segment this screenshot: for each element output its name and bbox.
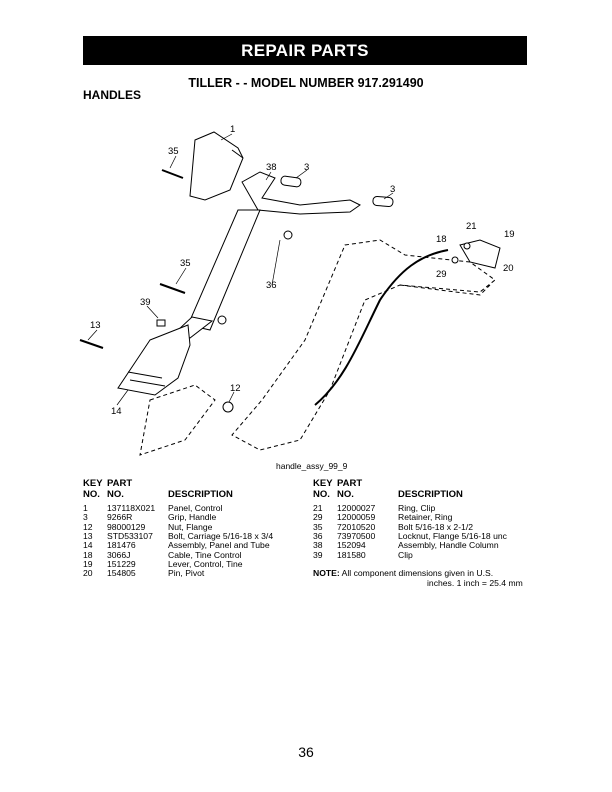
parts-row-part: 137118X021 — [107, 503, 156, 513]
parts-row-part: 152094 — [337, 540, 366, 551]
parts-row-part: 72010520 — [337, 521, 376, 532]
note-label: NOTE: — [313, 568, 340, 578]
parts-row-part: 154805 — [107, 568, 136, 579]
parts-row-desc: Ring, Clip — [398, 503, 436, 513]
parts-row-key: 36 — [313, 530, 323, 541]
bolt-part — [161, 169, 184, 179]
callout-20: 20 — [503, 263, 514, 274]
callout-35: 35 — [180, 258, 191, 269]
clip-part — [156, 319, 166, 327]
grip-part — [280, 175, 302, 188]
parts-row-desc: Grip, Handle — [168, 512, 217, 523]
parts-row-key: 35 — [313, 521, 323, 532]
banner-title: REPAIR PARTS — [241, 40, 369, 60]
header-description-left: DESCRIPTION — [168, 489, 233, 500]
parts-row-desc: Nut, Flange — [168, 521, 213, 532]
parts-row-desc: Assembly, Handle Column — [398, 540, 499, 551]
callout-13: 13 — [90, 320, 101, 331]
parts-row-part: 9266R — [107, 512, 133, 523]
bolt-part — [159, 283, 186, 294]
callout-38: 38 — [266, 162, 277, 173]
callout-12: 12 — [230, 383, 241, 394]
parts-row-key: 20 — [83, 568, 93, 579]
parts-row-desc: Locknut, Flange 5/16-18 unc — [398, 530, 507, 541]
callout-14: 14 — [111, 406, 122, 417]
parts-row-desc: Assembly, Panel and Tube — [168, 540, 270, 551]
parts-row-desc: Panel, Control — [168, 503, 223, 513]
parts-row-desc: Clip — [398, 549, 413, 560]
parts-row-key: 21 — [313, 503, 323, 513]
parts-row-key: 18 — [83, 549, 93, 560]
parts-row-key: 38 — [313, 540, 323, 551]
parts-row-part: 73970500 — [337, 530, 376, 541]
parts-row-key: 12 — [83, 521, 93, 532]
flange-nut-part — [222, 401, 234, 413]
parts-row-desc: Pin, Pivot — [168, 568, 205, 579]
parts-row-desc: Bolt, Carriage 5/16-18 x 3/4 — [168, 530, 274, 541]
callout-3: 3 — [390, 184, 395, 195]
callout-35: 35 — [168, 146, 179, 157]
parts-row-part: 98000129 — [107, 521, 146, 532]
section-heading: HANDLES — [83, 88, 142, 102]
page-banner: REPAIR PARTS — [83, 36, 527, 65]
model-subtitle: TILLER - - MODEL NUMBER 917.291490 — [188, 76, 424, 90]
exploded-parts-diagram: 1 35 38 3 3 21 19 18 29 20 35 36 39 13 1… — [79, 124, 515, 456]
callout-19: 19 — [504, 229, 515, 240]
parts-row-desc: Cable, Tine Control — [168, 549, 242, 560]
bolt-part — [79, 339, 104, 349]
parts-row-key: 13 — [83, 530, 93, 541]
panel-tube-assembly-part — [117, 324, 191, 396]
callout-29: 29 — [436, 269, 447, 280]
callout-21: 21 — [466, 221, 477, 232]
grip-part — [372, 195, 394, 208]
dimension-note: NOTE: All component dimensions given in … — [313, 568, 523, 588]
parts-row-key: 39 — [313, 549, 323, 560]
parts-row-part: STD533107 — [107, 530, 153, 541]
parts-row-key: 19 — [83, 558, 93, 569]
parts-row-key: 3 — [83, 512, 88, 523]
parts-row-part: 181476 — [107, 540, 136, 551]
handle-column-part — [241, 171, 361, 215]
right-assembly-outline — [231, 239, 496, 451]
main-tube-part — [187, 209, 261, 331]
locknut-part — [283, 230, 293, 240]
parts-row-part: 181580 — [337, 549, 366, 560]
parts-row-key: 29 — [313, 512, 323, 523]
page-number: 36 — [298, 744, 314, 760]
parts-row-part: 3066J — [107, 549, 131, 560]
locknut-part — [217, 315, 227, 325]
note-line1: All component dimensions given in U.S. — [341, 568, 494, 578]
callout-18: 18 — [436, 234, 447, 245]
parts-row-desc: Lever, Control, Tine — [168, 558, 243, 569]
parts-row-part: 12000027 — [337, 503, 376, 513]
callout-36: 36 — [266, 280, 277, 291]
parts-row-part: 151229 — [107, 558, 136, 569]
tine-control-cable — [314, 249, 449, 406]
note-line2: inches. 1 inch = 25.4 mm — [427, 578, 523, 588]
parts-row-part: 12000059 — [337, 512, 376, 523]
parts-row-key: 14 — [83, 540, 93, 551]
callout-3: 3 — [304, 162, 309, 173]
header-description-right: DESCRIPTION — [398, 489, 463, 500]
parts-row-desc: Bolt 5/16-18 x 2-1/2 — [398, 521, 474, 532]
parts-row-desc: Retainer, Ring — [398, 512, 453, 523]
diagram-caption: handle_assy_99_9 — [276, 461, 348, 471]
lower-handle-outline — [139, 384, 216, 456]
callout-39: 39 — [140, 297, 151, 308]
control-panel-part — [189, 131, 244, 201]
callout-1: 1 — [230, 124, 235, 135]
parts-row-key: 1 — [83, 503, 88, 513]
